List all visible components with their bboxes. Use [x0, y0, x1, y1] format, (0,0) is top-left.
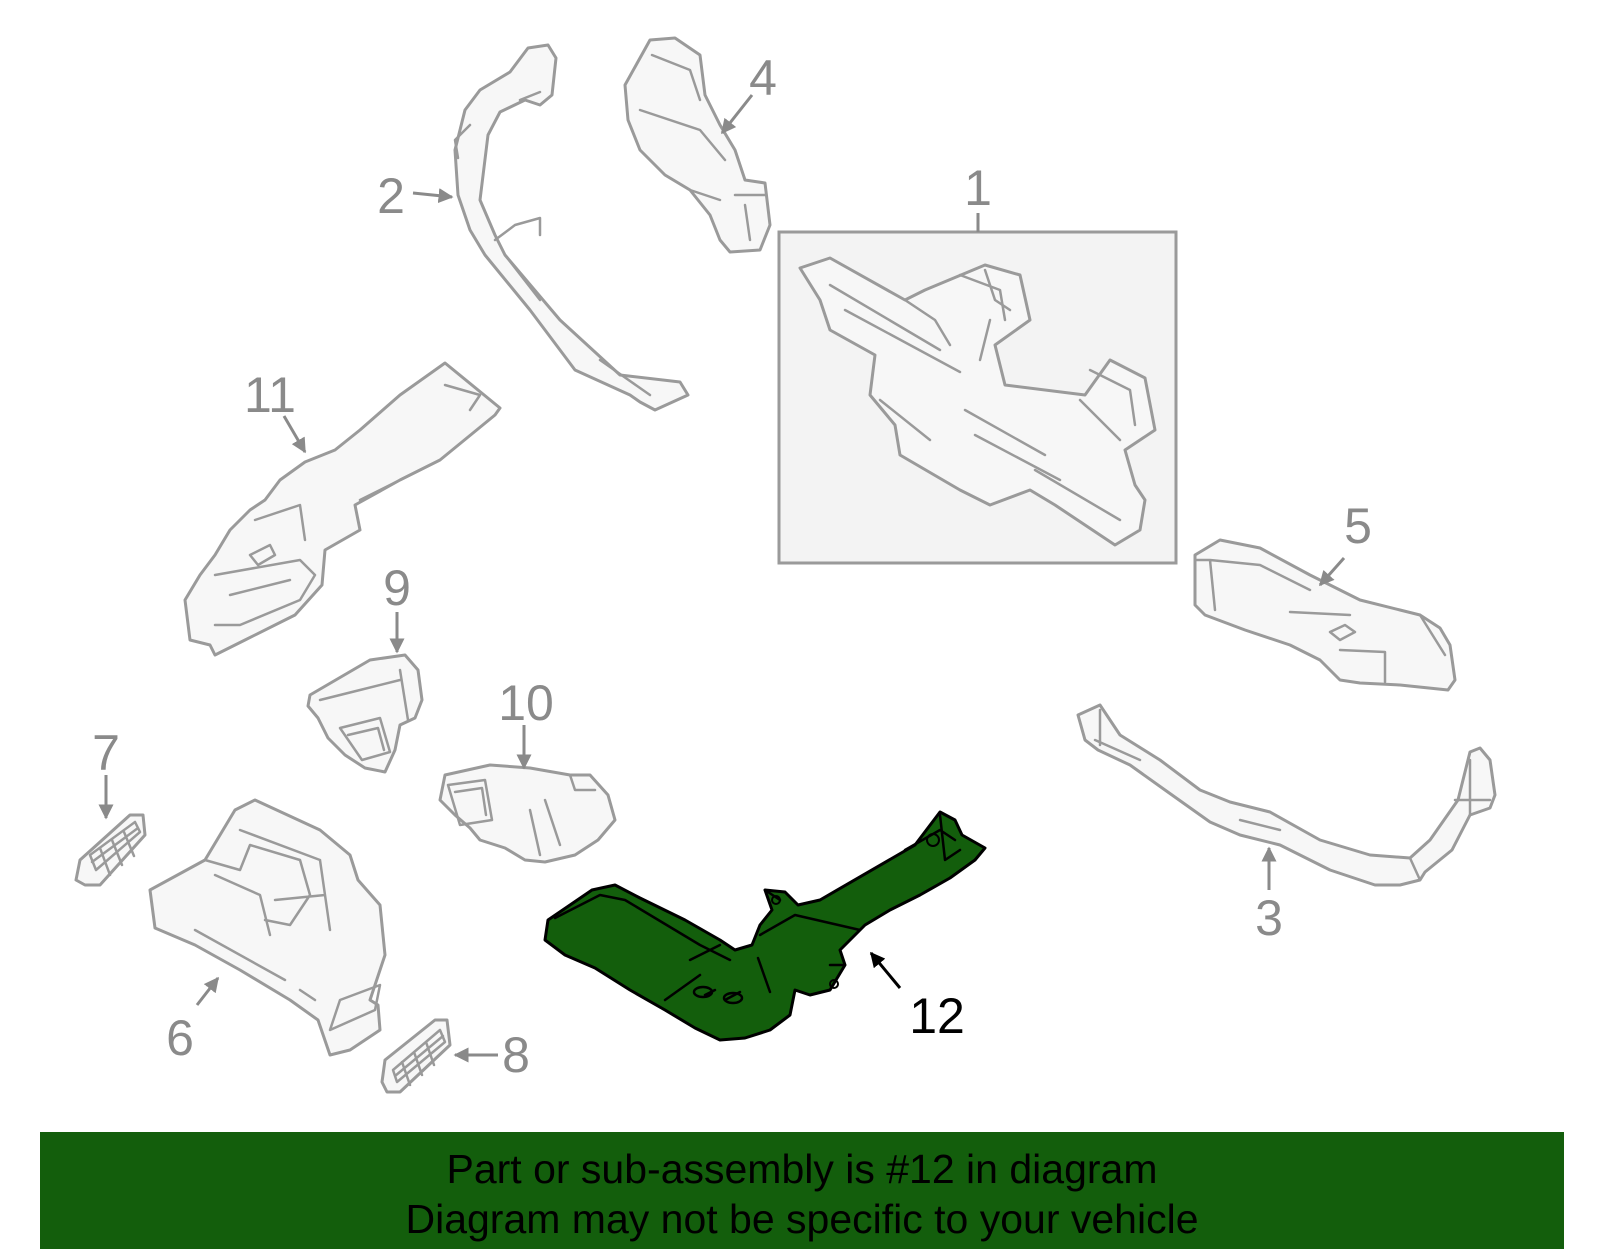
part-4-duct[interactable] [623, 36, 772, 254]
leader-11 [282, 415, 307, 454]
callout-8: 8 [502, 1027, 530, 1083]
part-1-assembly[interactable] [777, 230, 1178, 565]
callout-2: 2 [377, 168, 405, 224]
leader-2 [412, 188, 454, 204]
callout-9: 9 [383, 560, 411, 616]
callout-5: 5 [1344, 498, 1372, 554]
callout-12: 12 [909, 988, 965, 1044]
part-6-housing[interactable] [148, 798, 387, 1057]
part-3-duct[interactable] [1076, 703, 1497, 887]
callout-11: 11 [244, 367, 296, 423]
part-11-duct[interactable] [183, 361, 502, 657]
info-banner: Part or sub-assembly is #12 in diagram D… [40, 1132, 1564, 1249]
leader-5 [1318, 557, 1346, 587]
part-5-duct[interactable] [1193, 538, 1457, 692]
callout-10: 10 [498, 675, 554, 731]
banner-line-1: Part or sub-assembly is #12 in diagram [446, 1146, 1158, 1192]
banner-line-2: Diagram may not be specific to your vehi… [405, 1196, 1199, 1242]
callout-1: 1 [964, 160, 992, 216]
callout-3: 3 [1255, 890, 1283, 946]
part-2-duct[interactable] [453, 43, 690, 412]
callout-4: 4 [749, 50, 777, 106]
leader-4 [720, 94, 754, 135]
leader-12 [869, 951, 902, 989]
callout-6: 6 [166, 1010, 194, 1066]
part-7-grille[interactable] [74, 813, 147, 887]
callout-7: 7 [92, 725, 120, 781]
part-12-duct-highlighted[interactable] [543, 810, 987, 1042]
leader-6 [195, 976, 220, 1006]
part-9-vent[interactable] [306, 653, 424, 774]
part-10-duct[interactable] [438, 763, 617, 864]
part-8-grille[interactable] [380, 1018, 452, 1094]
